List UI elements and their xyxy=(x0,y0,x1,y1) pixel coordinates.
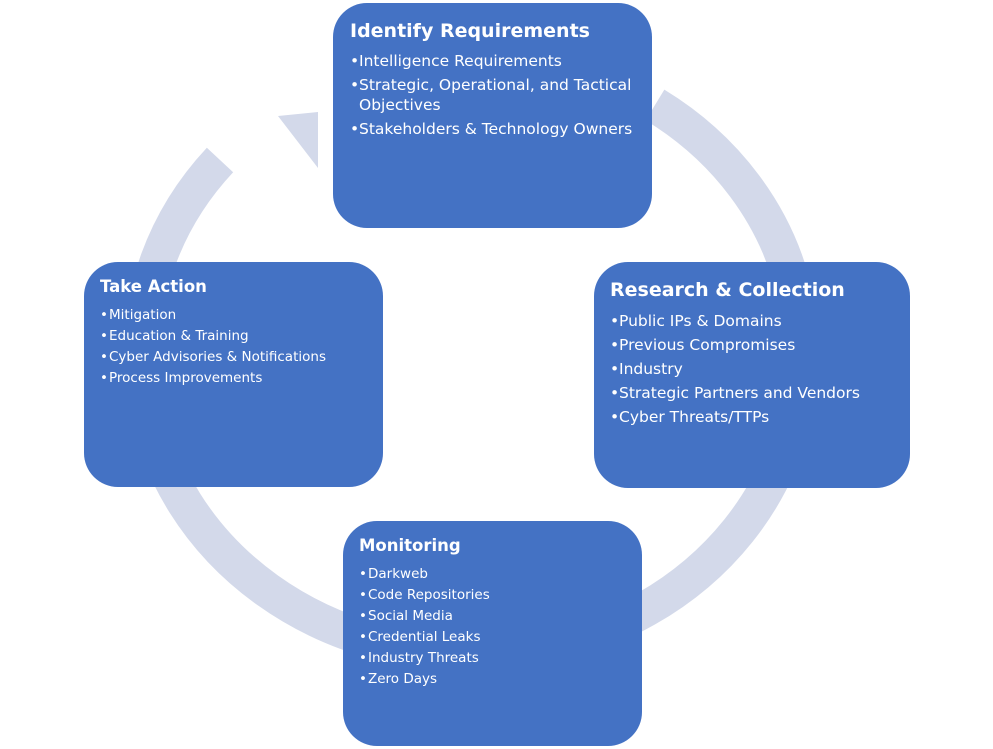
stage-item: Process Improvements xyxy=(100,368,371,389)
cycle-arrow-head xyxy=(278,112,318,168)
stage-item: Industry xyxy=(610,359,898,379)
stage-item: Cyber Threats/TTPs xyxy=(610,407,898,427)
stage-item: Cyber Advisories & Notifications xyxy=(100,347,371,368)
stage-item: Public IPs & Domains xyxy=(610,311,898,331)
stage-title: Monitoring xyxy=(359,536,461,555)
stage-item: Strategic Partners and Vendors xyxy=(610,383,898,403)
stage-item: Credential Leaks xyxy=(359,627,630,648)
stage-item: Zero Days xyxy=(359,669,630,690)
stage-item: Social Media xyxy=(359,606,630,627)
stage-item: Previous Compromises xyxy=(610,335,898,355)
stage-item: Code Repositories xyxy=(359,585,630,606)
stage-item: Intelligence Requirements xyxy=(350,51,638,71)
stage-item-list: Public IPs & Domains Previous Compromise… xyxy=(610,311,898,427)
stage-item: Mitigation xyxy=(100,305,371,326)
stage-item: Strategic, Operational, and Tactical Obj… xyxy=(350,75,638,115)
stage-box-research-collection: Research & Collection Public IPs & Domai… xyxy=(594,262,910,488)
stage-title: Take Action xyxy=(100,277,207,296)
stage-box-take-action: Take Action Mitigation Education & Train… xyxy=(84,262,383,487)
stage-title: Identify Requirements xyxy=(350,20,590,42)
stage-title: Research & Collection xyxy=(610,279,845,301)
stage-item-list: Darkweb Code Repositories Social Media C… xyxy=(359,564,630,690)
stage-item: Industry Threats xyxy=(359,648,630,669)
stage-item: Darkweb xyxy=(359,564,630,585)
stage-item-list: Intelligence Requirements Strategic, Ope… xyxy=(350,51,638,139)
stage-item: Stakeholders & Technology Owners xyxy=(350,119,638,139)
stage-box-monitoring: Monitoring Darkweb Code Repositories Soc… xyxy=(343,521,642,746)
stage-item-list: Mitigation Education & Training Cyber Ad… xyxy=(100,305,371,389)
stage-box-identify-requirements: Identify Requirements Intelligence Requi… xyxy=(333,3,652,228)
stage-item: Education & Training xyxy=(100,326,371,347)
